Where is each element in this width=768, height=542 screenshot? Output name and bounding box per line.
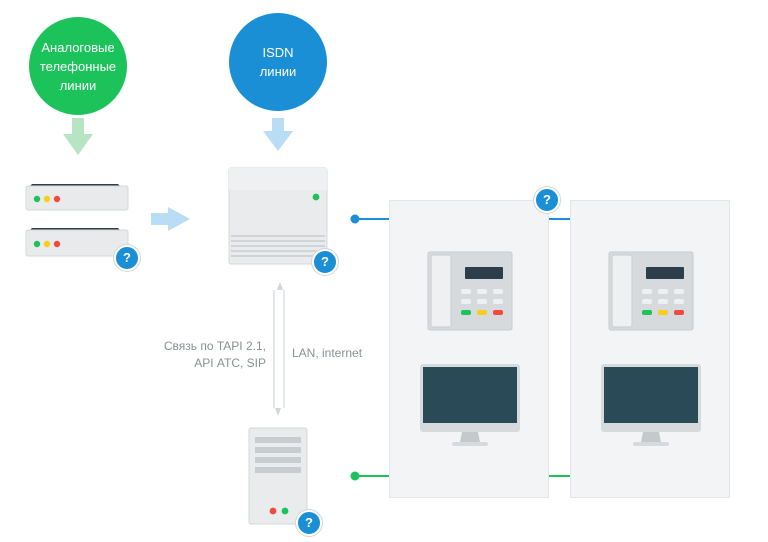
analog-label-line3: линии (59, 78, 97, 93)
server-help-button[interactable]: ? (296, 510, 322, 536)
tapi-caption-line2: API АТС, SIP (194, 356, 266, 370)
pbx-server-link (273, 282, 285, 416)
desk-phone-1-icon (427, 251, 513, 331)
computer-monitor-2-icon (601, 364, 701, 446)
analog-gateways-icon (25, 184, 129, 257)
tapi-caption: Связь по TAPI 2.1, API АТС, SIP (160, 338, 266, 372)
workstations-help-button[interactable]: ? (534, 187, 560, 213)
workstation-panel-2 (570, 200, 730, 498)
computer-monitor-1-icon (420, 364, 520, 446)
isdn-label-line1: ISDN (262, 45, 294, 60)
isdn-label-line2: линии (259, 64, 297, 79)
isdn-lines-label: ISDN линии (233, 43, 323, 81)
analog-label-line2: телефонные (39, 59, 117, 74)
pbx-icon (228, 167, 328, 265)
lan-caption: LAN, internet (292, 346, 363, 360)
analog-down-arrow (63, 118, 93, 155)
analog-lines-label: Аналоговые телефонные линии (33, 38, 123, 95)
pbx-help-button[interactable]: ? (312, 249, 338, 275)
analog-label-line1: Аналоговые (41, 40, 115, 55)
isdn-down-arrow (263, 118, 293, 151)
analog-lines-node: Аналоговые телефонные линии (29, 17, 127, 115)
desk-phone-2-icon (608, 251, 694, 331)
gateway-to-pbx-arrow (151, 207, 190, 231)
gateway-help-button[interactable]: ? (114, 245, 140, 271)
server-icon (248, 427, 308, 525)
tapi-caption-line1: Связь по TAPI 2.1, (163, 339, 266, 353)
isdn-lines-node: ISDN линии (229, 13, 327, 111)
workstation-panel-1 (389, 200, 549, 498)
